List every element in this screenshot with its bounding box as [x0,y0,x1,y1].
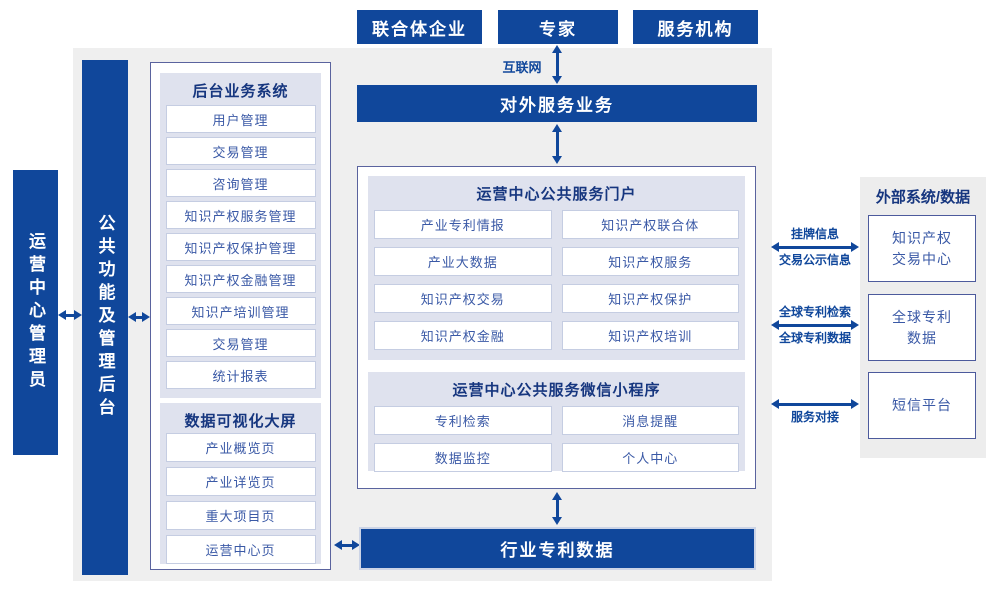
link-trading-center: 挂牌信息 交易公示信息 [765,227,865,268]
admin-vertical-bar: 运营中心管理员 [13,170,58,455]
dashboard-section: 数据可视化大屏 产业概览页 产业详览页 重大项目页 运营中心页 [160,403,321,564]
trading-double-arrow-icon [771,242,859,252]
portal-item: 知识产权交易 [374,284,552,313]
backend-system-item: 知识产权金融管理 [165,265,316,293]
backend-system-item: 知识产权服务管理 [165,201,316,229]
external-system-label: 全球专利数据 [892,309,952,346]
patent-double-arrow-icon [771,320,859,330]
portal-section: 运营中心公共服务门户 产业专利情报 知识产权联合体 产业大数据 知识产权服务 知… [368,176,745,360]
external-system-box: 短信平台 [868,372,976,439]
portal-item: 知识产权金融 [374,321,552,350]
link-sms-platform: 服务对接 [765,399,865,425]
admin-backend-double-arrow-icon [58,310,82,320]
backend-system-item: 交易管理 [165,329,316,357]
external-service-bar: 对外服务业务 [357,85,757,122]
sms-double-arrow-icon [771,399,859,409]
link-global-patent: 全球专利检索 全球专利数据 [765,305,865,346]
external-system-label: 知识产权交易中心 [892,230,952,267]
dashboard-item: 产业详览页 [165,467,316,496]
backend-system-section: 后台业务系统 用户管理 交易管理 咨询管理 知识产权服务管理 知识产权保护管理 … [160,73,321,398]
miniprogram-item: 消息提醒 [561,406,739,435]
backend-box-double-arrow-icon [128,312,150,322]
dashboard-item: 重大项目页 [165,501,316,530]
actor-box-agency: 服务机构 [633,10,758,44]
dashboard-title: 数据可视化大屏 [184,413,297,430]
actor-box-consortium: 联合体企业 [357,10,482,44]
link-label-bottom: 服务对接 [790,410,839,424]
portal-box: 运营中心公共服务门户 产业专利情报 知识产权联合体 产业大数据 知识产权服务 知… [357,166,756,489]
portal-title: 运营中心公共服务门户 [476,186,637,203]
dashboard-item: 运营中心页 [165,535,316,564]
miniprogram-title: 运营中心公共服务微信小程序 [452,382,661,399]
backend-panel-box: 后台业务系统 用户管理 交易管理 咨询管理 知识产权服务管理 知识产权保护管理 … [150,62,331,570]
link-label-top: 挂牌信息 [790,227,839,241]
backend-vertical-bar: 公共功能及管理后台 [82,60,128,575]
dashboard-data-double-arrow-icon [334,540,360,550]
service-portal-double-arrow-icon [552,124,562,164]
link-label-bottom: 交易公示信息 [778,253,851,267]
external-system-box: 知识产权交易中心 [868,215,976,282]
portal-data-double-arrow-icon [552,492,562,525]
portal-item: 知识产权服务 [561,247,739,276]
backend-system-item: 用户管理 [165,105,316,133]
external-system-label: 短信平台 [892,397,952,414]
internet-double-arrow-icon [552,45,562,84]
link-label-bottom: 全球专利数据 [778,331,851,345]
miniprogram-item: 数据监控 [374,443,552,472]
backend-system-title: 后台业务系统 [192,83,289,100]
dashboard-item: 产业概览页 [165,433,316,462]
miniprogram-section: 运营中心公共服务微信小程序 专利检索 消息提醒 数据监控 个人中心 [368,372,745,472]
miniprogram-item: 个人中心 [561,443,739,472]
backend-system-item: 知识产权保护管理 [165,233,316,261]
actor-box-expert: 专家 [498,10,618,44]
portal-item: 知识产权保护 [561,284,739,313]
portal-item: 产业专利情报 [374,210,552,239]
backend-system-item: 交易管理 [165,137,316,165]
backend-system-item: 知识产培训管理 [165,297,316,325]
portal-item: 产业大数据 [374,247,552,276]
portal-item: 知识产权联合体 [561,210,739,239]
miniprogram-item: 专利检索 [374,406,552,435]
link-label-top: 全球专利检索 [778,305,851,319]
backend-system-item: 咨询管理 [165,169,316,197]
portal-item: 知识产权培训 [561,321,739,350]
industry-patent-data-bar: 行业专利数据 [359,527,756,570]
external-system-box: 全球专利数据 [868,294,976,361]
external-panel-title: 外部系统/数据 [875,189,971,206]
backend-system-item: 统计报表 [165,361,316,389]
internet-label: 互联网 [502,60,542,75]
